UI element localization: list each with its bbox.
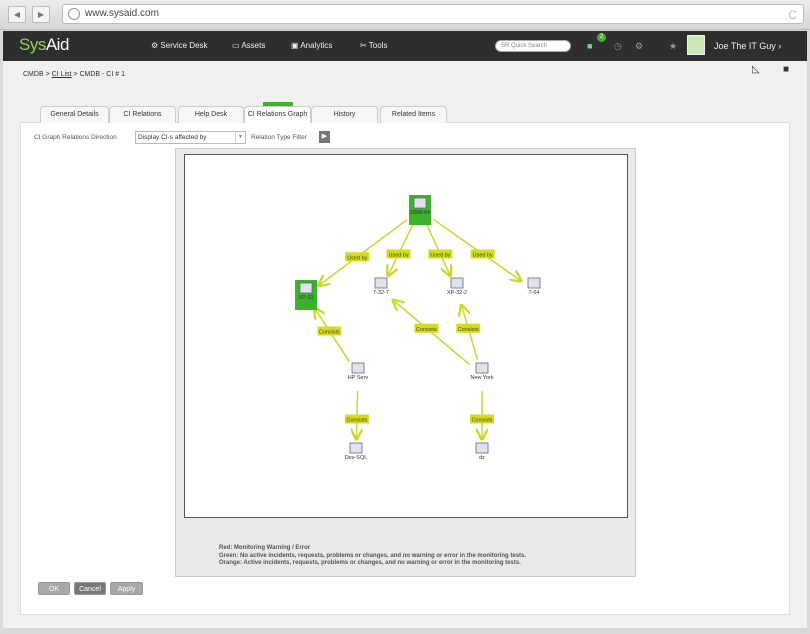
edge-label-bg — [386, 249, 411, 259]
edge-label: Used by — [430, 253, 450, 259]
user-menu[interactable]: Joe The IT Guy › — [714, 41, 782, 51]
edge-label-bg — [345, 252, 370, 262]
edge-label: Used by — [473, 253, 493, 259]
node-label[interactable]: XP-32-2 — [446, 290, 468, 296]
node-label[interactable]: Dev-SQL — [344, 455, 368, 461]
gear-icon[interactable]: ⚙ — [635, 41, 644, 51]
node-g-device-icon[interactable] — [475, 362, 489, 374]
apply-button[interactable]: Apply — [110, 582, 143, 595]
bell-icon[interactable]: ■ — [587, 41, 593, 51]
legend-green: Green: No active incidents, requests, pr… — [219, 552, 527, 559]
node-label[interactable]: 2008-64 — [409, 210, 431, 216]
breadcrumb-ci-list-link[interactable]: CI List — [51, 71, 72, 78]
avatar[interactable] — [687, 35, 705, 55]
browser-toolbar: ◀ ▶ www.sysaid.com C — [0, 0, 810, 30]
node-label[interactable]: New York — [470, 375, 494, 381]
edge-label: Used by — [388, 253, 408, 259]
reload-icon[interactable]: C — [788, 8, 797, 22]
sysaid-logo[interactable]: SysAid — [19, 35, 69, 54]
ok-button[interactable]: OK — [38, 582, 70, 595]
edge-label-bg — [470, 414, 494, 424]
edge-label-bg — [344, 414, 369, 424]
chevron-down-icon: ▼ — [235, 132, 245, 143]
relation-filter-button[interactable]: ▶ — [319, 131, 330, 143]
globe-icon — [68, 8, 80, 20]
node-b-device-icon[interactable] — [299, 282, 313, 294]
node-label[interactable]: 7-32-7 — [373, 290, 389, 296]
edge-label-bg — [456, 323, 481, 333]
quick-search-input[interactable]: SR Quick Search — [495, 40, 571, 52]
node-a-device-icon[interactable] — [413, 197, 427, 209]
top-nav: SysAid ⚙ Service Desk ▭ Assets ▣ Analyti… — [3, 31, 807, 61]
nav-assets[interactable]: ▭ Assets — [232, 41, 266, 50]
tab-history[interactable]: History — [311, 106, 378, 123]
status-legend: Red: Monitoring Warning / Error Green: N… — [219, 545, 526, 568]
breadcrumb: CMDB > CI List > CMDB - CI # 1 — [23, 71, 125, 78]
star-icon[interactable]: ★ — [669, 41, 678, 51]
tab-ci-relations-graph[interactable]: CI Relations Graph — [244, 102, 311, 123]
edge-label: Consists — [471, 418, 492, 424]
edge-label: Consists — [346, 418, 367, 424]
edge-label-bg — [428, 249, 453, 259]
nav-analytics[interactable]: ▣ Analytics — [291, 41, 333, 50]
node-label[interactable]: 7-64 — [528, 290, 540, 296]
node-h-device-icon[interactable] — [349, 442, 363, 454]
tab-general-details[interactable]: General Details — [40, 106, 109, 123]
nav-service-desk[interactable]: ⚙ Service Desk — [151, 41, 208, 50]
direction-value: Display CI-s affected by — [138, 134, 207, 141]
node-label[interactable]: dz — [479, 455, 485, 461]
breadcrumb-root: CMDB — [23, 71, 44, 78]
edge-label-bg — [470, 249, 495, 259]
tab-ci-relations[interactable]: CI Relations — [109, 106, 176, 123]
legend-red: Red: Monitoring Warning / Error — [219, 545, 311, 551]
breadcrumb-sep: > — [73, 71, 78, 78]
direction-label: CI Graph Relations Direction — [34, 134, 117, 141]
node-i-device-icon[interactable] — [475, 442, 489, 454]
node-c-device-icon[interactable] — [374, 277, 388, 289]
node-e-device-icon[interactable] — [527, 277, 541, 289]
url-text: www.sysaid.com — [85, 8, 159, 19]
edge-label: Consists — [319, 330, 340, 336]
node-d-device-icon[interactable] — [450, 277, 464, 289]
node-label[interactable]: XP-32 — [298, 295, 314, 301]
edge-label-bg — [317, 326, 342, 336]
node-label[interactable]: HP Serv — [347, 375, 369, 381]
forward-button[interactable]: ▶ — [32, 6, 50, 23]
back-button[interactable]: ◀ — [8, 6, 26, 23]
address-bar[interactable]: www.sysaid.com C — [62, 4, 804, 24]
print-icon[interactable]: ■ — [783, 64, 790, 75]
breadcrumb-current: CMDB - CI # 1 — [79, 71, 125, 78]
notification-badge: 2 — [597, 33, 606, 42]
clock-icon[interactable]: ◷ — [614, 41, 622, 51]
node-f-device-icon[interactable] — [351, 362, 365, 374]
tab-help-desk[interactable]: Help Desk — [178, 106, 244, 123]
nav-tools[interactable]: ✂ Tools — [360, 41, 388, 50]
edge-label: Consists — [458, 327, 479, 333]
edge-label: Consists — [416, 327, 437, 333]
legend-orange: Orange: Active incidents, requests, prob… — [219, 560, 521, 566]
direction-select[interactable]: Display CI-s affected by ▼ — [135, 131, 246, 144]
ruler-icon[interactable]: ◺ — [752, 64, 760, 75]
tab-related-items[interactable]: Related Items — [380, 106, 447, 123]
relation-filter-label: Relation Type Filter — [251, 134, 307, 141]
edge-label: Used by — [347, 255, 367, 261]
breadcrumb-sep: > — [45, 71, 50, 78]
edge-label-bg — [414, 323, 439, 333]
cancel-button[interactable]: Cancel — [74, 582, 106, 595]
